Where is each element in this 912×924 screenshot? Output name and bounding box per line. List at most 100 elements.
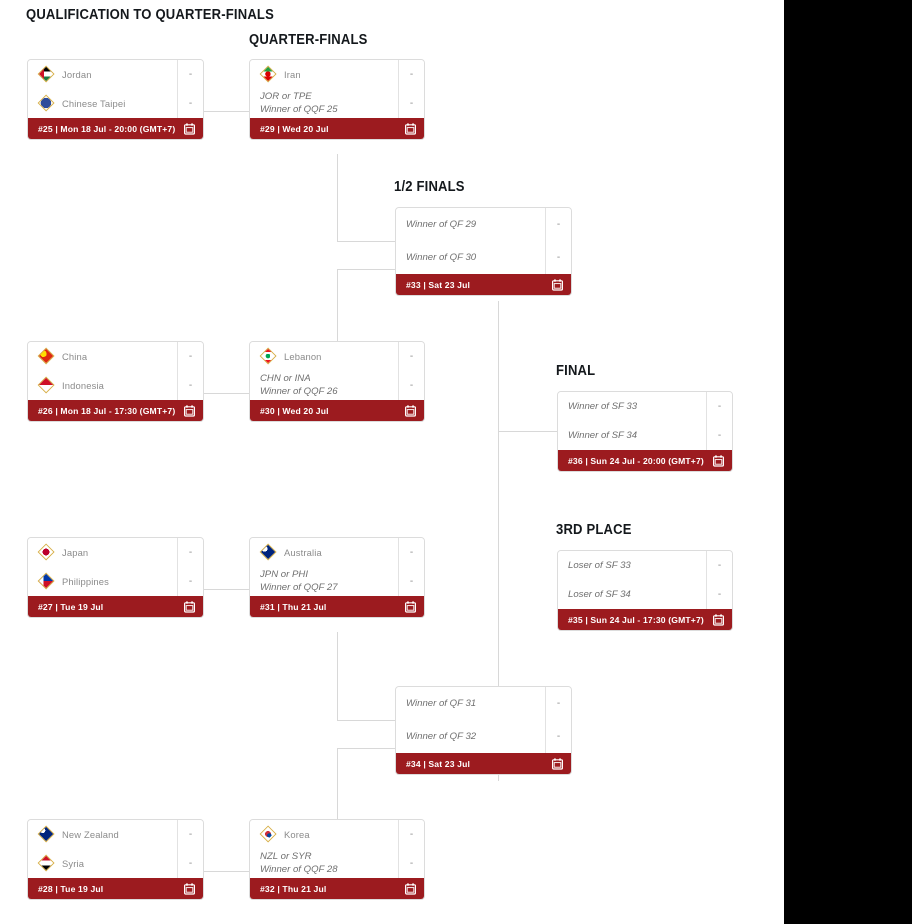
placeholder-line-2: Winner of QQF 26: [260, 385, 338, 397]
placeholder-line-1: Winner of QF 32: [406, 731, 477, 742]
placeholder-line-2: Winner of QQF 28: [260, 863, 338, 875]
match-body: Lebanon CHN or INA Winner of QQF 26 - -: [250, 342, 424, 400]
connector-qqf26-qf30: [204, 393, 249, 394]
flag-icon-indonesia: [37, 376, 56, 395]
match-body: Jordan Chinese Taipei - -: [28, 60, 203, 118]
score-away: -: [409, 380, 414, 391]
match-footer-text: #35 | Sun 24 Jul - 17:30 (GMT+7): [568, 614, 704, 625]
match-card-qqf28[interactable]: New Zealand Syria - - #28 | Tue 19 Jul: [27, 819, 204, 900]
match-footer-text: #27 | Tue 19 Jul: [38, 601, 104, 612]
calendar-icon[interactable]: [184, 882, 195, 895]
calendar-icon[interactable]: [552, 278, 563, 291]
match-body: Australia JPN or PHI Winner of QQF 27 - …: [250, 538, 424, 596]
score-home: -: [717, 560, 722, 571]
match-footer[interactable]: #35 | Sun 24 Jul - 17:30 (GMT+7): [558, 609, 732, 630]
team-row-away-placeholder: Winner of QF 32: [396, 720, 545, 753]
calendar-icon[interactable]: [552, 757, 563, 770]
calendar-icon[interactable]: [184, 600, 195, 613]
match-footer-text: #30 | Wed 20 Jul: [260, 405, 329, 416]
match-card-qqf25[interactable]: Jordan Chinese Taipei - -: [27, 59, 204, 140]
connector-qf31-to-sf34: [337, 720, 395, 721]
score-away: -: [717, 589, 722, 600]
team-list: Winner of QF 31 Winner of QF 32: [396, 687, 545, 753]
match-card-qf29[interactable]: Iran JOR or TPE Winner of QQF 25 - - #29…: [249, 59, 425, 140]
score-column: - -: [706, 392, 732, 450]
score-home: -: [188, 829, 193, 840]
team-name: Japan: [62, 547, 89, 558]
match-footer-text: #31 | Thu 21 Jul: [260, 601, 327, 612]
score-column: - -: [177, 342, 203, 400]
calendar-icon[interactable]: [405, 882, 416, 895]
connector-qf30-up: [337, 269, 338, 355]
match-card-qqf26[interactable]: China Indonesia - - #26 | Mon 18 Jul - 1…: [27, 341, 204, 422]
score-away: -: [409, 858, 414, 869]
match-card-final[interactable]: Winner of SF 33 Winner of SF 34 - - #36 …: [557, 391, 733, 472]
connector-qf29-down: [337, 154, 338, 242]
match-footer[interactable]: #25 | Mon 18 Jul - 20:00 (GMT+7): [28, 118, 203, 139]
match-footer[interactable]: #32 | Thu 21 Jul: [250, 878, 424, 899]
match-body: Iran JOR or TPE Winner of QQF 25 - -: [250, 60, 424, 118]
team-row-away-placeholder: Winner of QF 30: [396, 241, 545, 274]
score-away: -: [717, 430, 722, 441]
team-row-home-placeholder: Winner of SF 33: [558, 392, 706, 421]
calendar-icon[interactable]: [405, 404, 416, 417]
placeholder-line-1: NZL or SYR: [260, 851, 312, 863]
match-footer[interactable]: #29 | Wed 20 Jul: [250, 118, 424, 139]
match-body: Korea NZL or SYR Winner of QQF 28 - -: [250, 820, 424, 878]
match-footer[interactable]: #30 | Wed 20 Jul: [250, 400, 424, 421]
flag-icon-korea: [259, 825, 278, 844]
flag-icon-australia: [259, 543, 278, 562]
team-list: Jordan Chinese Taipei: [28, 60, 177, 118]
calendar-icon[interactable]: [184, 122, 195, 135]
match-footer-text: #29 | Wed 20 Jul: [260, 123, 329, 134]
match-body: Winner of QF 29 Winner of QF 30 - -: [396, 208, 571, 274]
match-card-third-place[interactable]: Loser of SF 33 Loser of SF 34 - - #35 | …: [557, 550, 733, 631]
calendar-icon[interactable]: [184, 404, 195, 417]
team-list: New Zealand Syria: [28, 820, 177, 878]
match-footer[interactable]: #26 | Mon 18 Jul - 17:30 (GMT+7): [28, 400, 203, 421]
placeholder-line-1: Winner of SF 33: [568, 401, 638, 412]
match-card-qf30[interactable]: Lebanon CHN or INA Winner of QQF 26 - - …: [249, 341, 425, 422]
score-home: -: [409, 547, 414, 558]
score-home: -: [188, 69, 193, 80]
match-card-sf33[interactable]: Winner of QF 29 Winner of QF 30 - - #33 …: [395, 207, 572, 296]
match-footer[interactable]: #34 | Sat 23 Jul: [396, 753, 571, 774]
score-column: - -: [706, 551, 732, 609]
team-row-away-placeholder: CHN or INA Winner of QQF 26: [250, 371, 398, 400]
match-footer[interactable]: #33 | Sat 23 Jul: [396, 274, 571, 295]
match-card-sf34[interactable]: Winner of QF 31 Winner of QF 32 - - #34 …: [395, 686, 572, 775]
calendar-icon[interactable]: [405, 122, 416, 135]
placeholder-line-1: Winner of QF 29: [406, 219, 477, 230]
match-card-qqf27[interactable]: Japan Philippines - -: [27, 537, 204, 618]
connector-qf30-to-sf33: [337, 269, 395, 270]
flag-icon-jordan: [37, 65, 56, 84]
calendar-icon[interactable]: [713, 454, 724, 467]
flag-icon-lebanon: [259, 347, 278, 366]
calendar-icon[interactable]: [405, 600, 416, 613]
team-row-away: Chinese Taipei: [28, 89, 177, 118]
score-away: -: [556, 252, 561, 263]
score-column: - -: [398, 342, 424, 400]
bracket-canvas: QUALIFICATION TO QUARTER-FINALS QUARTER-…: [0, 0, 784, 924]
team-name: Iran: [284, 69, 301, 80]
team-name: Philippines: [62, 576, 109, 587]
score-away: -: [409, 98, 414, 109]
score-home: -: [409, 829, 414, 840]
team-list: Loser of SF 33 Loser of SF 34: [558, 551, 706, 609]
score-away: -: [188, 858, 193, 869]
match-card-qf31[interactable]: Australia JPN or PHI Winner of QQF 27 - …: [249, 537, 425, 618]
score-home: -: [188, 547, 193, 558]
flag-icon-new-zealand: [37, 825, 56, 844]
score-column: - -: [177, 60, 203, 118]
match-card-qf32[interactable]: Korea NZL or SYR Winner of QQF 28 - - #3…: [249, 819, 425, 900]
match-footer[interactable]: #28 | Tue 19 Jul: [28, 878, 203, 899]
match-footer[interactable]: #27 | Tue 19 Jul: [28, 596, 203, 617]
connector-qqf25-qf29: [204, 111, 249, 112]
placeholder-line-2: Winner of QQF 25: [260, 103, 338, 115]
match-footer[interactable]: #31 | Thu 21 Jul: [250, 596, 424, 617]
score-column: - -: [398, 538, 424, 596]
connector-qf32-up: [337, 748, 338, 833]
match-footer[interactable]: #36 | Sun 24 Jul - 20:00 (GMT+7): [558, 450, 732, 471]
score-column: - -: [177, 538, 203, 596]
calendar-icon[interactable]: [713, 613, 724, 626]
